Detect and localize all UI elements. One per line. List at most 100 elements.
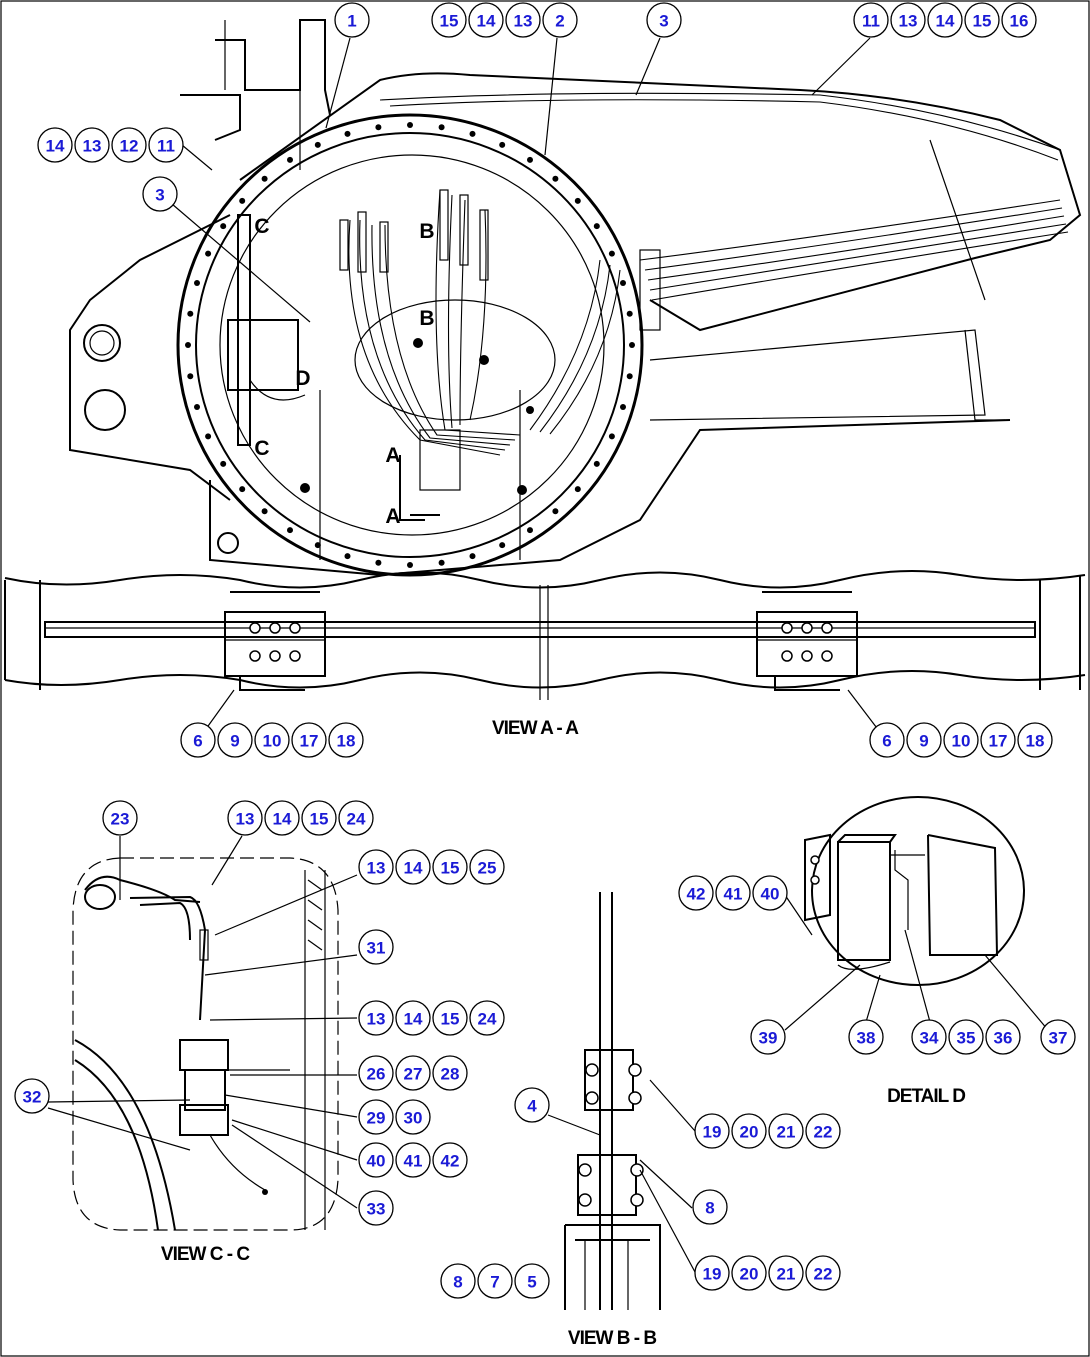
callout-number: 27	[404, 1065, 423, 1084]
callout-number: 13	[236, 810, 255, 829]
flange-bolt-hole	[574, 486, 581, 493]
callout-circle	[338, 800, 374, 836]
callout-balloon-3: 3	[142, 176, 178, 212]
callout-balloon-40: 40	[752, 875, 788, 911]
section-letter-b-bottom: B	[419, 307, 434, 330]
callout-number: 14	[404, 859, 423, 878]
flange-bolt-hole	[194, 280, 200, 286]
callout-balloon-3: 3	[646, 2, 682, 38]
callout-balloon-41: 41	[395, 1142, 431, 1178]
callout-balloon-32: 32	[14, 1078, 50, 1114]
callout-number: 14	[273, 810, 292, 829]
callout-circle	[227, 800, 263, 836]
callout-circle	[432, 1142, 468, 1178]
callout-circle	[37, 127, 73, 163]
callout-group: 1	[334, 2, 370, 38]
callout-number: 5	[527, 1273, 536, 1292]
callout-group: 3	[142, 176, 178, 212]
callout-number: 8	[453, 1273, 462, 1292]
callout-group: 33	[358, 1190, 394, 1226]
callout-group: 37	[1040, 1019, 1076, 1055]
callout-circle	[74, 127, 110, 163]
callout-number: 2	[555, 12, 564, 31]
callout-balloon-14: 14	[37, 127, 73, 163]
callout-circle	[431, 2, 467, 38]
callout-balloon-12: 12	[111, 127, 147, 163]
callout-number: 19	[703, 1265, 722, 1284]
callout-balloon-13: 13	[74, 127, 110, 163]
callout-group: 38	[848, 1019, 884, 1055]
flange-bolt-hole	[314, 141, 321, 148]
callout-balloon-34: 34	[911, 1019, 947, 1055]
callout-balloon-42: 42	[678, 875, 714, 911]
callout-group: 42 41 40	[678, 875, 788, 911]
callout-number: 21	[777, 1265, 796, 1284]
callout-circle	[328, 722, 364, 758]
callout-number: 12	[120, 137, 139, 156]
callout-balloon-9: 9	[217, 722, 253, 758]
callout-circle	[731, 1255, 767, 1291]
callout-circle	[890, 2, 926, 38]
callout-circle	[111, 127, 147, 163]
callout-number: 41	[724, 885, 743, 904]
callout-number: 15	[310, 810, 329, 829]
flange-bolt-hole	[469, 130, 476, 137]
callout-circle	[14, 1078, 50, 1114]
callout-balloon-27: 27	[395, 1055, 431, 1091]
callout-circle	[358, 1142, 394, 1178]
callout-circle	[358, 1099, 394, 1135]
callout-number: 41	[404, 1152, 423, 1171]
callout-circle	[911, 1019, 947, 1055]
callout-circle	[291, 722, 327, 758]
callout-balloon-15: 15	[964, 2, 1000, 38]
flange-bolt-hole	[469, 553, 476, 560]
callout-balloon-4: 4	[514, 1087, 550, 1123]
callout-number: 21	[777, 1123, 796, 1142]
flange-bolt-hole	[574, 197, 581, 204]
callout-number: 13	[367, 1010, 386, 1029]
flange-bolt-hole	[552, 508, 559, 515]
callout-group: 31	[358, 929, 394, 965]
callout-circle	[301, 800, 337, 836]
callout-number: 15	[440, 12, 459, 31]
callout-balloon-15: 15	[431, 2, 467, 38]
callout-number: 14	[477, 12, 496, 31]
flange-bolt-hole	[626, 310, 633, 317]
callout-number: 20	[740, 1265, 759, 1284]
callout-balloon-14: 14	[264, 800, 300, 836]
callout-balloon-22: 22	[805, 1113, 841, 1149]
callout-number: 32	[23, 1088, 42, 1107]
callout-circle	[432, 1000, 468, 1036]
view-b-b-label: VIEW B - B	[568, 1328, 656, 1349]
callout-balloon-22: 22	[805, 1255, 841, 1291]
view-b-b-drawing	[564, 892, 661, 1310]
flange-bolt-hole	[375, 124, 382, 131]
flange-bolt-hole	[287, 156, 293, 163]
flange-bolt-hole	[499, 542, 506, 549]
callout-balloon-17: 17	[980, 722, 1016, 758]
callout-circle	[715, 875, 751, 911]
callout-circle	[334, 2, 370, 38]
callout-circle	[358, 1000, 394, 1036]
callout-circle	[358, 1190, 394, 1226]
callout-balloon-38: 38	[848, 1019, 884, 1055]
callout-circle	[358, 849, 394, 885]
callout-number: 42	[687, 885, 706, 904]
detail-d-drawing	[804, 796, 1025, 986]
flange-bolt-hole	[527, 527, 533, 534]
callout-circle	[514, 1087, 550, 1123]
callout-circle	[848, 1019, 884, 1055]
callout-circle	[432, 1055, 468, 1091]
callout-number: 6	[193, 732, 202, 751]
flange-bolt-hole	[626, 373, 633, 380]
flange-bolt-holes	[185, 122, 635, 568]
callout-number: 11	[862, 12, 880, 31]
callout-balloon-20: 20	[731, 1113, 767, 1149]
callout-circle	[853, 2, 889, 38]
